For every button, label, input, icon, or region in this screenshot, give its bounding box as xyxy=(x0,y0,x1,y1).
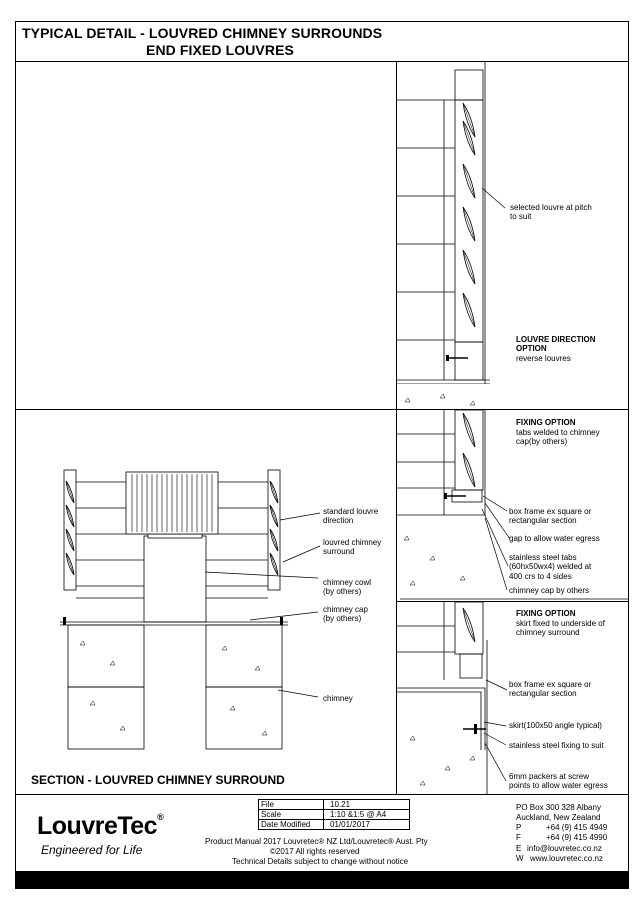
title-block-row: File 10.21 xyxy=(259,800,409,810)
footer-line-1: Product Manual 2017 Louvretec® NZ Ltd/Lo… xyxy=(205,837,428,846)
section-heading: SECTION - LOUVRED CHIMNEY SURROUND xyxy=(31,773,285,787)
contact-website[interactable]: www.louvretec.co.nz xyxy=(530,854,603,863)
note-tabs-welded-l2: cap(by others) xyxy=(516,437,568,447)
note-chimney-cap: chimney cap (by others) xyxy=(323,605,368,624)
note-packers-l1: 6mm packers at screw xyxy=(509,772,590,781)
contact-address-1: PO Box 300 328 Albany xyxy=(516,803,601,812)
note-stainless-tabs: stainless steel tabs (60hx50wx4) welded … xyxy=(509,553,591,581)
note-box-frame-1: box frame ex square or rectangular secti… xyxy=(509,507,591,526)
note-tabs-welded-l1: tabs welded to chimney xyxy=(516,428,600,437)
logo-tagline: Engineered for Life xyxy=(41,843,143,857)
footer-line-3: Technical Details subject to change with… xyxy=(232,857,409,866)
note-louvre-direction-l1: LOUVRE DIRECTION xyxy=(516,335,596,344)
note-skirt-fixed: skirt fixed to underside of chimney surr… xyxy=(516,619,605,638)
note-chimney-cap-l2: (by others) xyxy=(323,614,362,624)
note-box-frame-1-l1: box frame ex square or xyxy=(509,507,592,516)
note-stainless-tabs-l1: stainless steel tabs xyxy=(509,553,577,562)
note-selected-louvre-l1: selected louvre at pitch xyxy=(510,203,592,212)
note-gap-water: gap to allow water egress xyxy=(509,534,600,543)
note-louvre-direction: LOUVRE DIRECTION OPTION xyxy=(516,335,596,354)
title-line-2: END FIXED LOUVRES xyxy=(146,42,294,58)
note-chimney-cowl-l2: (by others) xyxy=(323,587,362,597)
contact-email[interactable]: info@louvretec.co.nz xyxy=(527,844,602,853)
note-fixing-option-1: FIXING OPTION xyxy=(516,418,576,427)
note-selected-louvre-l2: to suit xyxy=(510,212,532,222)
note-louvre-direction-l2: OPTION xyxy=(516,344,547,354)
note-louvred-surround: louvred chimney surround xyxy=(323,538,381,557)
note-box-frame-2-l1: box frame ex square or xyxy=(509,680,592,689)
title-block-label: Date Modified xyxy=(259,820,324,829)
contact-phone-label: P xyxy=(516,823,522,832)
note-louvred-surround-l1: louvred chimney xyxy=(323,538,382,547)
note-packers: 6mm packers at screw points to allow wat… xyxy=(509,772,608,791)
contact-web-label: W xyxy=(516,854,524,863)
logo-wordmark: LouvreTec® xyxy=(37,812,164,841)
title-block-value: 01/01/2017 xyxy=(330,820,371,829)
note-reverse-louvres: reverse louvres xyxy=(516,354,571,363)
note-skirt-fixed-l2: chimney surround xyxy=(516,628,580,638)
note-stainless-tabs-l3: 400 crs to 4 sides xyxy=(509,571,572,581)
title-block-value: 10.21 xyxy=(330,800,351,809)
note-chimney-cap-l1: chimney cap xyxy=(323,605,368,614)
title-block: File 10.21 Scale 1:10 &1:5 @ A4 Date Mod… xyxy=(258,799,410,830)
footer-line-2: ©2017 All rights reserved xyxy=(270,847,360,856)
note-chimney: chimney xyxy=(323,694,353,703)
contact-fax-label: F xyxy=(516,833,521,842)
title-block-row: Date Modified 01/01/2017 xyxy=(259,820,409,829)
contact-address-2: Auckland, New Zealand xyxy=(516,813,601,822)
note-standard-louvre-l1: standard louvre xyxy=(323,507,379,516)
note-selected-louvre: selected louvre at pitch to suit xyxy=(510,203,592,222)
note-chimney-cap-others: chimney cap by others xyxy=(509,586,590,595)
logo-registered: ® xyxy=(157,812,164,822)
note-louvred-surround-l2: surround xyxy=(323,547,355,557)
note-box-frame-2: box frame ex square or rectangular secti… xyxy=(509,680,591,699)
note-stainless-tabs-l2: (60hx50wx4) welded at xyxy=(509,562,592,572)
contact-phone: +64 (9) 415 4949 xyxy=(546,823,608,832)
note-standard-louvre: standard louvre direction xyxy=(323,507,378,526)
logo-name: LouvreTec xyxy=(37,812,158,840)
note-chimney-cowl-l1: chimney cowl xyxy=(323,578,372,587)
contact-email-label: E xyxy=(516,844,522,853)
note-stainless-fixing: stainless steel fixing to suit xyxy=(509,741,604,750)
title-block-label: Scale xyxy=(259,810,324,819)
footer-bar xyxy=(15,872,629,889)
note-box-frame-1-l2: rectangular section xyxy=(509,516,577,526)
note-fixing-option-2: FIXING OPTION xyxy=(516,609,576,618)
note-skirt-fixed-l1: skirt fixed to underside of xyxy=(516,619,605,628)
note-box-frame-2-l2: rectangular section xyxy=(509,689,577,699)
note-skirt-angle: skirt(100x50 angle typical) xyxy=(509,721,602,730)
title-block-value: 1:10 &1:5 @ A4 xyxy=(330,810,387,819)
note-chimney-cowl: chimney cowl (by others) xyxy=(323,578,371,597)
note-packers-l2: points to allow water egress xyxy=(509,781,608,791)
title-block-label: File xyxy=(259,800,324,809)
note-standard-louvre-l2: direction xyxy=(323,516,354,526)
note-tabs-welded: tabs welded to chimney cap(by others) xyxy=(516,428,600,447)
title-line-1: TYPICAL DETAIL - LOUVRED CHIMNEY SURROUN… xyxy=(22,25,383,41)
title-block-row: Scale 1:10 &1:5 @ A4 xyxy=(259,810,409,820)
contact-fax: +64 (9) 415 4990 xyxy=(546,833,608,842)
